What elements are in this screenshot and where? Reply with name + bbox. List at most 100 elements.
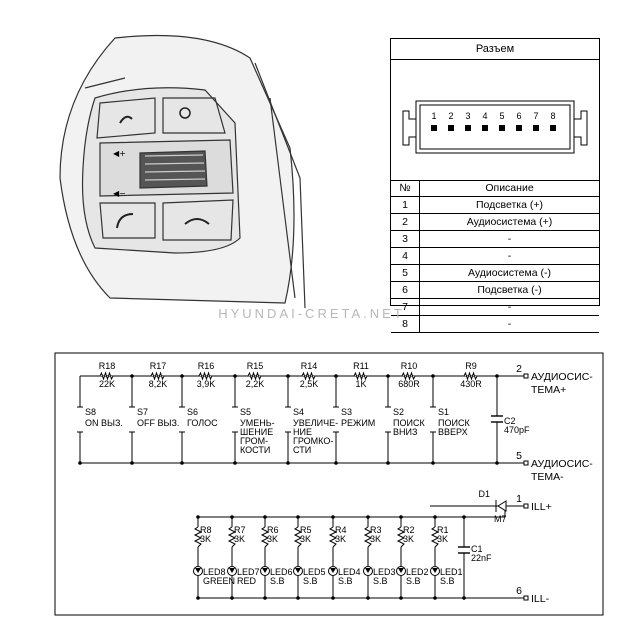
diode-d1 bbox=[497, 500, 507, 512]
connector-pin-number: 6 bbox=[516, 111, 521, 121]
led-name: LED4 bbox=[338, 567, 361, 577]
led-name: LED3 bbox=[373, 567, 396, 577]
switch-label: ПОИСК bbox=[438, 418, 470, 428]
pin-2-terminal bbox=[523, 373, 529, 379]
resistor-value: 22K bbox=[99, 379, 115, 389]
pin-row: 8- bbox=[391, 315, 599, 333]
svg-text:◀+: ◀+ bbox=[113, 149, 126, 158]
junction-dot bbox=[130, 461, 134, 465]
connector-pin bbox=[499, 125, 505, 131]
led-resistor-value: 3K bbox=[300, 534, 311, 544]
pin-2-label: ТЕМА+ bbox=[531, 384, 566, 396]
connector-pin-number: 4 bbox=[482, 111, 487, 121]
resistor-r15 bbox=[247, 371, 262, 381]
led-symbol bbox=[330, 568, 336, 573]
resistor-name: R9 bbox=[465, 361, 477, 371]
switch-label: ГРОМКО- bbox=[293, 436, 333, 446]
led-color: S.B bbox=[338, 576, 353, 586]
capacitor-value: 470pF bbox=[504, 425, 530, 435]
switch-label: УМЕНЬ- bbox=[240, 418, 275, 428]
connector-pin bbox=[533, 125, 539, 131]
junction-dot bbox=[263, 596, 267, 600]
connector-pin bbox=[448, 125, 454, 131]
junction-dot bbox=[399, 596, 403, 600]
capacitor-name: C1 bbox=[471, 544, 483, 554]
resistor-name: R10 bbox=[401, 361, 418, 371]
junction-dot bbox=[286, 374, 290, 378]
resistor-value: 680R bbox=[398, 379, 420, 389]
resistor-r10 bbox=[401, 371, 416, 381]
resistor-name: R11 bbox=[353, 361, 369, 371]
led-color: S.B bbox=[440, 576, 455, 586]
connector-pin-number: 1 bbox=[431, 111, 436, 121]
led-name: LED8 bbox=[203, 567, 226, 577]
switch-name: S3 bbox=[341, 407, 352, 417]
junction-dot bbox=[233, 461, 237, 465]
led-resistor-r7 bbox=[227, 526, 237, 548]
junction-dot bbox=[334, 461, 338, 465]
led-symbol bbox=[398, 568, 404, 573]
resistor-value: 430R bbox=[460, 379, 482, 389]
junction-dot bbox=[196, 515, 200, 519]
junction-dot bbox=[495, 461, 499, 465]
resistor-r11 bbox=[353, 371, 368, 381]
resistor-value: 2,5K bbox=[300, 379, 319, 389]
switch-name: S4 bbox=[293, 407, 304, 417]
resistor-r9 bbox=[463, 371, 478, 381]
mode-icon bbox=[179, 107, 191, 119]
header-desc: Описание bbox=[419, 180, 599, 197]
led-color: S.B bbox=[270, 576, 285, 586]
junction-dot bbox=[433, 596, 437, 600]
junction-dot bbox=[462, 515, 466, 519]
led-resistor-r2 bbox=[396, 526, 406, 548]
steering-switch-illustration: ◀+ ◀− bbox=[59, 34, 306, 309]
led-resistor-value: 3K bbox=[437, 534, 448, 544]
led-symbol bbox=[295, 568, 301, 573]
svg-text:◀−: ◀− bbox=[113, 189, 126, 198]
switch-label: ON ВЫЗ. bbox=[85, 418, 123, 428]
pin-5-label: АУДИОСИС- bbox=[531, 458, 593, 470]
led-resistor-r5 bbox=[293, 526, 303, 548]
pin-1-terminal bbox=[523, 503, 529, 509]
led-name: LED5 bbox=[303, 567, 326, 577]
switch-name: S6 bbox=[187, 407, 198, 417]
led-symbol bbox=[365, 568, 371, 573]
phone-end-icon bbox=[184, 218, 210, 225]
led-name: LED1 bbox=[440, 567, 463, 577]
connector-pin bbox=[516, 125, 522, 131]
resistor-r14 bbox=[301, 371, 316, 381]
resistor-value: 8,2K bbox=[149, 379, 168, 389]
pin-2-number: 2 bbox=[516, 363, 522, 375]
pin-2-label: АУДИОСИС- bbox=[531, 371, 593, 383]
led-resistor-name: R4 bbox=[335, 525, 347, 535]
junction-dot bbox=[431, 461, 435, 465]
led-symbol bbox=[262, 568, 268, 573]
junction-dot bbox=[296, 515, 300, 519]
connector-pin bbox=[550, 125, 556, 131]
switch-label: НИЕ bbox=[293, 427, 312, 437]
junction-dot bbox=[331, 515, 335, 519]
volume-minus-icon: ◀− bbox=[113, 189, 126, 198]
resistor-r16 bbox=[198, 371, 213, 381]
connector-pin-number: 7 bbox=[533, 111, 538, 121]
led-color: S.B bbox=[373, 576, 388, 586]
led-name: LED2 bbox=[406, 567, 429, 577]
switch-label: ПОИСК bbox=[393, 418, 425, 428]
pin-desc: Аудиосистема (+) bbox=[419, 213, 599, 231]
phone-call-icon bbox=[116, 213, 134, 229]
switch-label: КОСТИ bbox=[240, 445, 270, 455]
junction-dot bbox=[399, 515, 403, 519]
junction-dot bbox=[386, 374, 390, 378]
capacitor-value: 22nF bbox=[471, 553, 492, 563]
junction-dot bbox=[130, 374, 134, 378]
switch-label: УВЕЛИЧЕ- bbox=[293, 418, 338, 428]
led-resistor-r4 bbox=[328, 526, 338, 548]
connector-pin bbox=[431, 125, 437, 131]
diode-name: D1 bbox=[478, 489, 490, 499]
junction-dot bbox=[233, 374, 237, 378]
switch-label: ВНИЗ bbox=[393, 427, 417, 437]
led-name: LED6 bbox=[270, 567, 293, 577]
switch-name: S1 bbox=[438, 407, 449, 417]
switch-label: ВВЕРХ bbox=[438, 427, 468, 437]
